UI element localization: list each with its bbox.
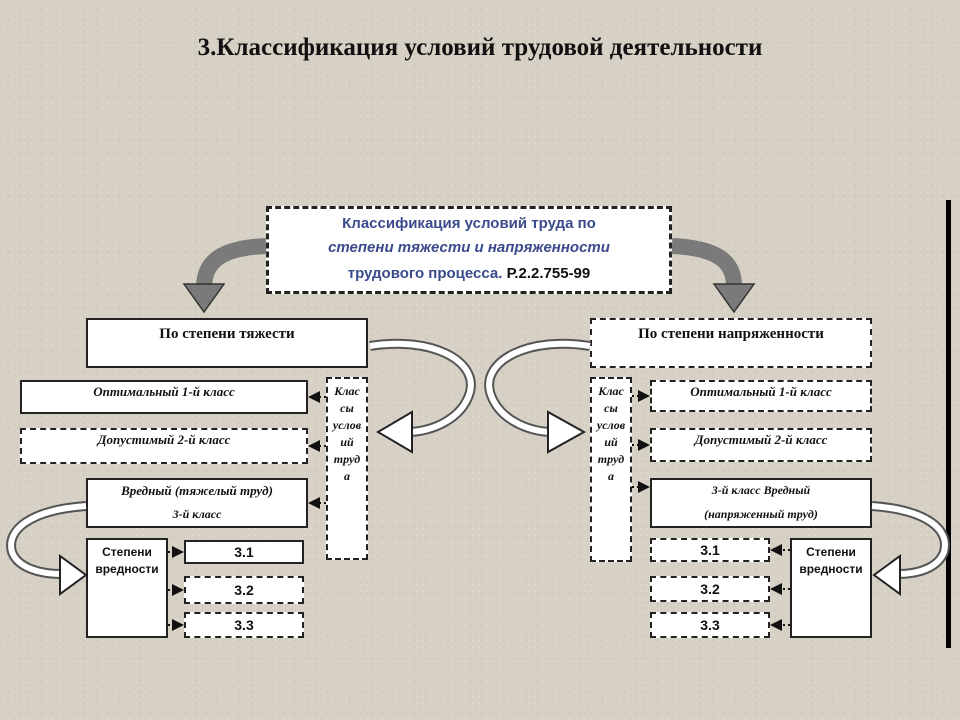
right-class-2-box: Допустимый 2-й класс (650, 428, 872, 462)
left-subclass-3-label: 3.3 (234, 617, 254, 633)
classification-line-2: степени тяжести и напряженности (328, 239, 610, 256)
left-degree-loop-arrow (6, 501, 88, 596)
left-class-1-box: Оптимальный 1-й класс (20, 380, 308, 414)
right-loop-arrow (484, 338, 591, 454)
left-subclass-2-box: 3.2 (184, 576, 304, 604)
right-subclass-3-box: 3.3 (650, 612, 770, 638)
arrow-to-right-header (671, 238, 756, 314)
left-harmful-line-2: 3-й класс (172, 507, 222, 521)
right-subclass-2-box: 3.2 (650, 576, 770, 602)
right-vertical-label: Клас сы услов ий труд а (596, 384, 626, 483)
left-class-connectors (168, 391, 326, 631)
left-class-2-label: Допустимый 2-й класс (97, 432, 231, 447)
arrow-to-left-header (182, 238, 267, 314)
left-subclass-1-label: 3.1 (234, 544, 254, 560)
right-header-label: По степени напряженности (638, 326, 824, 342)
right-edge-bar (946, 200, 951, 648)
left-subclass-1-box: 3.1 (184, 540, 304, 564)
right-class-connectors (632, 390, 790, 631)
right-class-1-box: Оптимальный 1-й класс (650, 380, 872, 412)
left-vertical-label-box: Клас сы услов ий труд а (326, 377, 368, 560)
left-class-1-label: Оптимальный 1-й класс (93, 384, 235, 399)
right-vertical-label-box: Клас сы услов ий труд а (590, 377, 632, 562)
page-title: 3.Классификация условий трудовой деятель… (197, 34, 763, 61)
right-header-box: По степени напряженности (590, 318, 872, 368)
classification-line-3-prefix: трудового процесса. (347, 265, 503, 282)
right-class-1-label: Оптимальный 1-й класс (690, 384, 832, 399)
left-subclass-3-box: 3.3 (184, 612, 304, 638)
left-class-2-box: Допустимый 2-й класс (20, 428, 308, 464)
classification-line-1: Классификация условий труда по (342, 215, 596, 232)
right-degree-label: Степени вредности (799, 545, 863, 576)
classification-box: Классификация условий труда по степени т… (266, 206, 672, 294)
right-subclass-1-label: 3.1 (700, 542, 720, 558)
left-harmful-line-1: Вредный (тяжелый труд) (121, 483, 273, 498)
right-degree-box: Степени вредности (790, 538, 872, 638)
right-class-2-label: Допустимый 2-й класс (694, 432, 828, 447)
left-harmful-box: Вредный (тяжелый труд) 3-й класс (86, 478, 308, 528)
right-harmful-line-1: 3-й класс Вредный (711, 483, 811, 497)
right-subclass-3-label: 3.3 (700, 617, 720, 633)
left-subclass-2-label: 3.2 (234, 582, 254, 598)
classification-code: Р.2.2.755-99 (506, 265, 591, 282)
right-harmful-line-2: (напряженный труд) (704, 507, 818, 521)
left-degree-box: Степени вредности (86, 538, 168, 638)
classification-line-3: трудового процесса. Р.2.2.755-99 (269, 265, 669, 282)
left-header-box: По степени тяжести (86, 318, 368, 368)
right-subclass-2-label: 3.2 (700, 581, 720, 597)
left-vertical-label: Клас сы услов ий труд а (332, 384, 362, 483)
left-loop-arrow (369, 338, 476, 454)
right-harmful-box: 3-й класс Вредный (напряженный труд) (650, 478, 872, 528)
right-subclass-1-box: 3.1 (650, 538, 770, 562)
right-degree-loop-arrow (871, 501, 950, 596)
left-header-label: По степени тяжести (159, 326, 295, 342)
left-degree-label: Степени вредности (95, 545, 159, 576)
